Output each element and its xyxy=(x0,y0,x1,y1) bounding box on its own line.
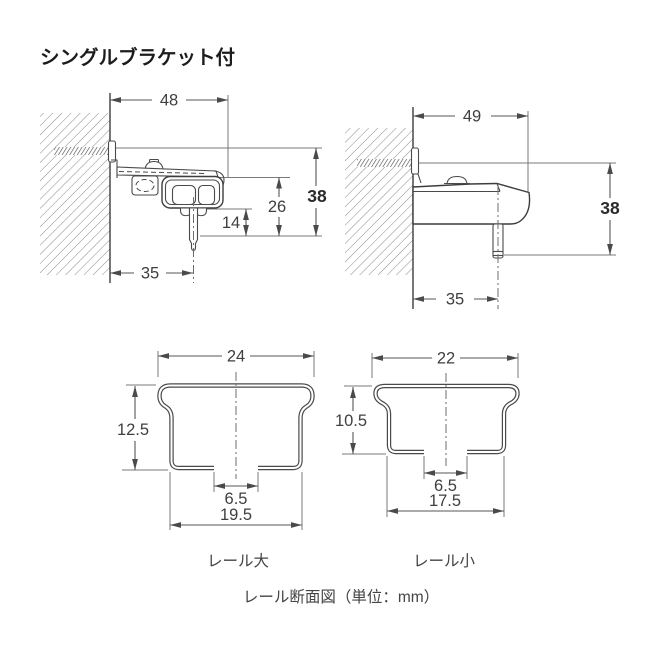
bracket-screw-head xyxy=(144,160,164,171)
rail-side-view xyxy=(161,175,224,209)
dimension-49: 49 xyxy=(413,108,528,126)
dimension-35-left: 35 xyxy=(110,265,193,283)
dim-label-35-left: 35 xyxy=(141,265,159,283)
dimension-38-left: 38 xyxy=(307,148,327,236)
dimension-6-5-small: 6.5 xyxy=(423,456,468,495)
dim-label-22: 22 xyxy=(437,350,455,368)
dimension-24: 24 xyxy=(157,348,315,377)
single-bracket xyxy=(111,158,225,196)
dim-label-12-5: 12.5 xyxy=(117,421,149,439)
dimension-48: 48 xyxy=(110,92,228,110)
dimension-38-right: 38 xyxy=(600,163,620,255)
dimension-35-right: 35 xyxy=(413,291,498,309)
dimension-12-5: 12.5 xyxy=(117,384,168,471)
dimension-22: 22 xyxy=(371,350,519,378)
page-title: シングルブラケット付 xyxy=(40,46,235,69)
dim-label-10-5: 10.5 xyxy=(335,412,367,430)
dim-label-48: 48 xyxy=(160,92,178,110)
rail-large-label: レール大 xyxy=(207,552,269,570)
dim-label-6-5-small: 6.5 xyxy=(434,477,457,495)
rail-small-label: レール小 xyxy=(413,552,476,570)
dim-label-6-5-large: 6.5 xyxy=(225,490,248,508)
rail-cross-section-small: 22 10.5 6.5 17.5 レール小 xyxy=(335,350,520,570)
covered-bracket xyxy=(412,173,531,225)
dim-label-14: 14 xyxy=(222,214,240,232)
right-side-view: 49 38 35 xyxy=(345,107,620,309)
dimension-26: 26 xyxy=(268,177,286,236)
caption-text: レール断面図（単位：mm） xyxy=(243,588,439,606)
dim-label-19-5: 19.5 xyxy=(220,506,252,524)
dimension-14: 14 xyxy=(222,209,249,236)
dimension-17-5: 17.5 xyxy=(386,456,505,517)
dim-label-35-right: 35 xyxy=(446,291,464,309)
dim-label-26: 26 xyxy=(268,198,286,216)
wall-hatch xyxy=(40,113,110,275)
cover-screw-head xyxy=(446,175,468,185)
hidden-screw-outline xyxy=(135,179,155,192)
wall-hatch xyxy=(345,128,413,275)
dimension-6-5-large: 6.5 xyxy=(213,472,259,508)
dim-label-24: 24 xyxy=(227,348,245,366)
rail-cross-section-large: 24 12.5 6.5 19.5 レール大 xyxy=(117,348,315,570)
dim-label-49: 49 xyxy=(463,108,481,126)
dim-label-38-right: 38 xyxy=(600,198,620,218)
left-side-view: 48 38 26 14 35 xyxy=(40,92,327,283)
mounting-screw xyxy=(54,140,117,163)
dimension-10-5: 10.5 xyxy=(335,385,386,455)
dim-label-38-left: 38 xyxy=(307,186,327,206)
dimension-19-5: 19.5 xyxy=(169,472,303,530)
dim-label-17-5: 17.5 xyxy=(429,492,461,510)
